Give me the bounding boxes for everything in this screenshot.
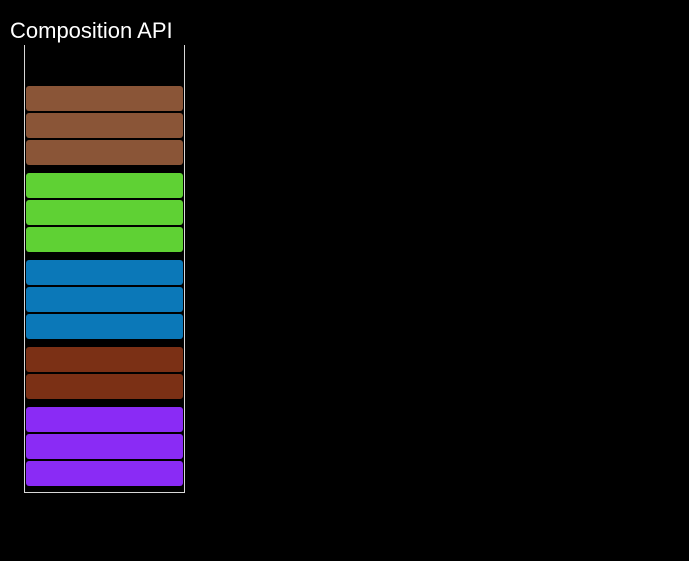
bar-purple-2[interactable] [26,434,183,459]
bar-blue-1[interactable] [26,260,183,285]
brown-group [26,86,183,165]
page-title: Composition API [10,18,173,43]
bar-stack [26,86,183,486]
bar-blue-3[interactable] [26,314,183,339]
blue-group [26,260,183,339]
purple-group [26,407,183,486]
bar-purple-3[interactable] [26,461,183,486]
bar-brown-3[interactable] [26,140,183,165]
bar-green-3[interactable] [26,227,183,252]
bar-rust-2[interactable] [26,374,183,399]
green-group [26,173,183,252]
bar-blue-2[interactable] [26,287,183,312]
bar-green-1[interactable] [26,173,183,198]
bar-brown-2[interactable] [26,113,183,138]
bar-purple-1[interactable] [26,407,183,432]
rust-group [26,347,183,399]
composition-container [24,45,185,493]
bar-brown-1[interactable] [26,86,183,111]
bar-green-2[interactable] [26,200,183,225]
bar-rust-1[interactable] [26,347,183,372]
